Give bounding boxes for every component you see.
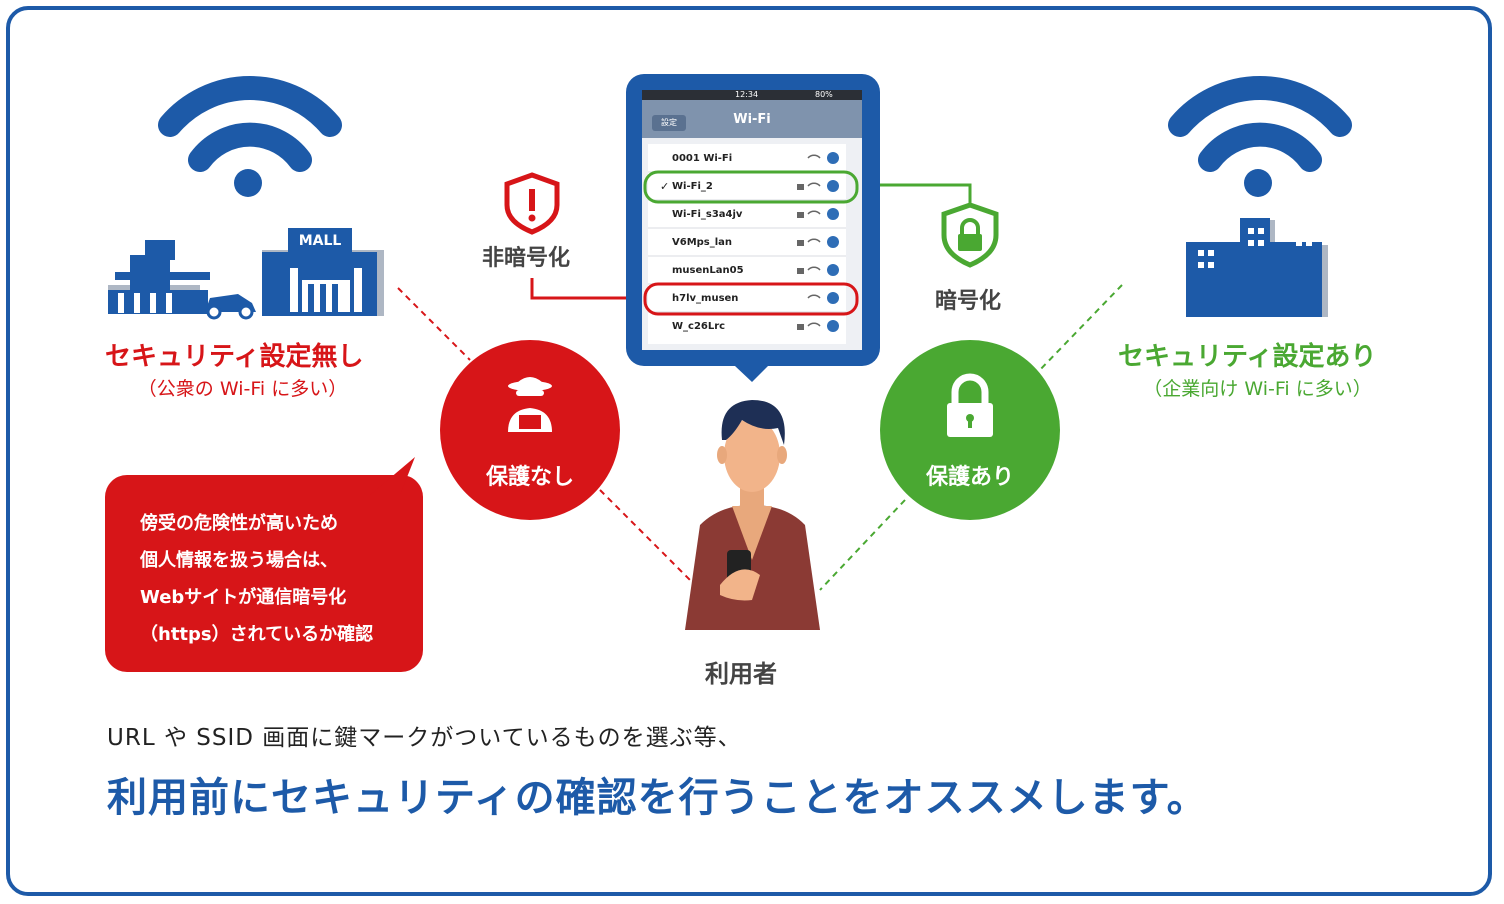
mall-sign: MALL bbox=[298, 233, 342, 249]
mall-buildings-icon bbox=[108, 228, 384, 320]
warning-line: （https）されているか確認 bbox=[140, 624, 374, 645]
warning-shield-icon bbox=[504, 172, 560, 235]
unprotected-status: 保護なし bbox=[485, 465, 574, 490]
warning-balloon bbox=[105, 475, 423, 672]
network-row[interactable]: 0001 Wi-Fi bbox=[672, 153, 733, 164]
hacker-icon bbox=[508, 377, 552, 432]
right-wifi-icon bbox=[1168, 76, 1352, 197]
warning-line: Webサイトが通信暗号化 bbox=[140, 587, 347, 608]
network-row[interactable]: h7lv_musen bbox=[672, 293, 739, 304]
phone-back-button[interactable]: 設定 bbox=[661, 118, 677, 127]
network-row[interactable]: Wi-Fi_s3a4jv bbox=[672, 209, 743, 220]
encrypted-label: 暗号化 bbox=[935, 289, 1002, 314]
user-label: 利用者 bbox=[705, 660, 777, 688]
warning-text: 傍受の危険性が高いため 個人情報を扱う場合は、 Webサイトが通信暗号化 （ht… bbox=[140, 505, 400, 653]
left-title: セキュリティ設定無し bbox=[105, 342, 364, 372]
user-illustration bbox=[685, 400, 820, 630]
padlock-icon bbox=[947, 373, 993, 437]
office-building-icon bbox=[1186, 218, 1328, 317]
phone-battery: 80% bbox=[815, 90, 833, 99]
network-row-selected[interactable]: Wi-Fi_2 bbox=[672, 181, 713, 192]
bottom-note: URL や SSID 画面に鍵マークがついているものを選ぶ等、 bbox=[107, 725, 742, 751]
outer-frame bbox=[6, 6, 1492, 896]
bottom-recommendation: 利用前にセキュリティの確認を行うことをオススメします。 bbox=[107, 775, 1208, 821]
phone-time: 12:34 bbox=[735, 90, 759, 99]
check-icon: ✓ bbox=[660, 180, 670, 193]
right-subtitle: （企業向け Wi-Fi に多い） bbox=[1143, 378, 1372, 400]
left-subtitle: （公衆の Wi-Fi に多い） bbox=[137, 378, 348, 400]
network-row[interactable]: W_c26Lrc bbox=[672, 321, 726, 332]
phone-title: Wi-Fi bbox=[733, 112, 771, 127]
warning-line: 傍受の危険性が高いため bbox=[140, 513, 338, 534]
balloon-tail bbox=[370, 457, 415, 495]
unencrypted-label: 非暗号化 bbox=[482, 246, 571, 271]
lock-shield-icon bbox=[941, 202, 999, 268]
left-wifi-icon bbox=[158, 76, 342, 197]
protected-status: 保護あり bbox=[925, 465, 1014, 490]
network-row[interactable]: musenLan05 bbox=[672, 265, 744, 276]
right-title: セキュリティ設定あり bbox=[1118, 342, 1377, 372]
network-row[interactable]: V6Mps_lan bbox=[672, 237, 733, 248]
warning-line: 個人情報を扱う場合は、 bbox=[140, 550, 338, 571]
